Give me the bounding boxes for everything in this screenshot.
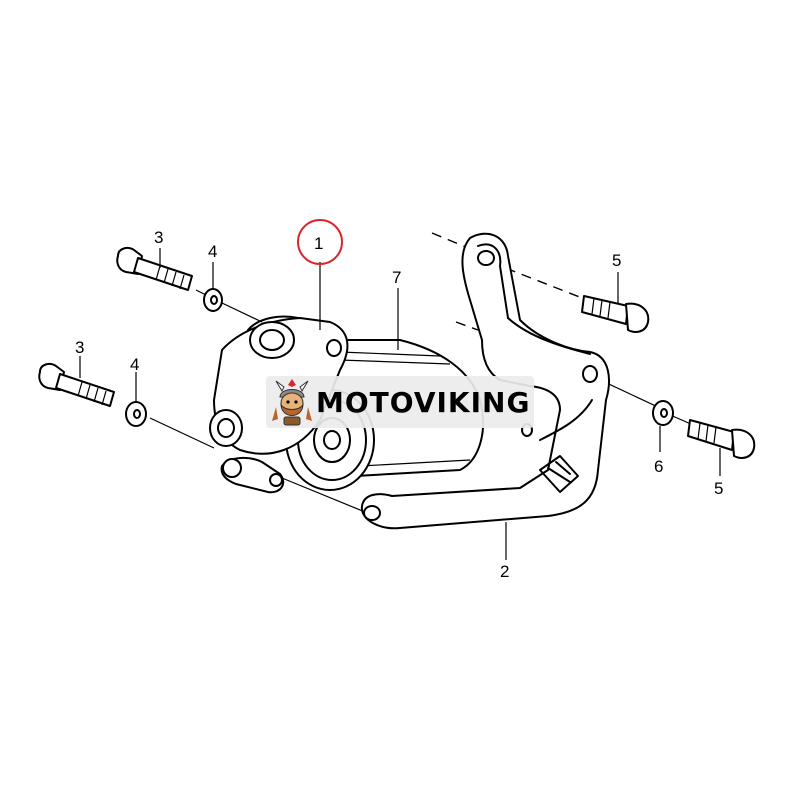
callout-part-5-top: 5: [612, 251, 621, 270]
callout-part-2: 2: [500, 562, 509, 581]
callout-part-3-bottom: 3: [75, 338, 84, 357]
bolt-5-top: [581, 295, 650, 333]
bolt-3-bottom: [38, 363, 115, 407]
watermark-badge: MOTOVIKING: [266, 376, 534, 428]
bolt-5-bottom: [687, 419, 756, 459]
watermark-text: MOTOVIKING: [316, 385, 531, 419]
washer-6-hole: [660, 408, 668, 418]
washer-4-top-hole: [210, 295, 218, 305]
callout-part-4-top: 4: [208, 242, 217, 261]
callout-part-6: 6: [654, 457, 663, 476]
mounting-bracket: [360, 232, 610, 530]
bolt-3-top: [116, 247, 193, 291]
leader-lines: [79, 248, 721, 560]
callout-part-3-top: 3: [154, 228, 163, 247]
callout-part-4-bottom: 4: [130, 355, 139, 374]
callout-part-1: 1: [314, 234, 323, 253]
callout-part-7: 7: [392, 268, 401, 287]
callout-part-5-bottom: 5: [714, 479, 723, 498]
highlight-circle-part-1: [297, 219, 343, 265]
viking-mascot-icon: [272, 379, 312, 426]
washer-4-bottom-hole: [133, 409, 141, 419]
